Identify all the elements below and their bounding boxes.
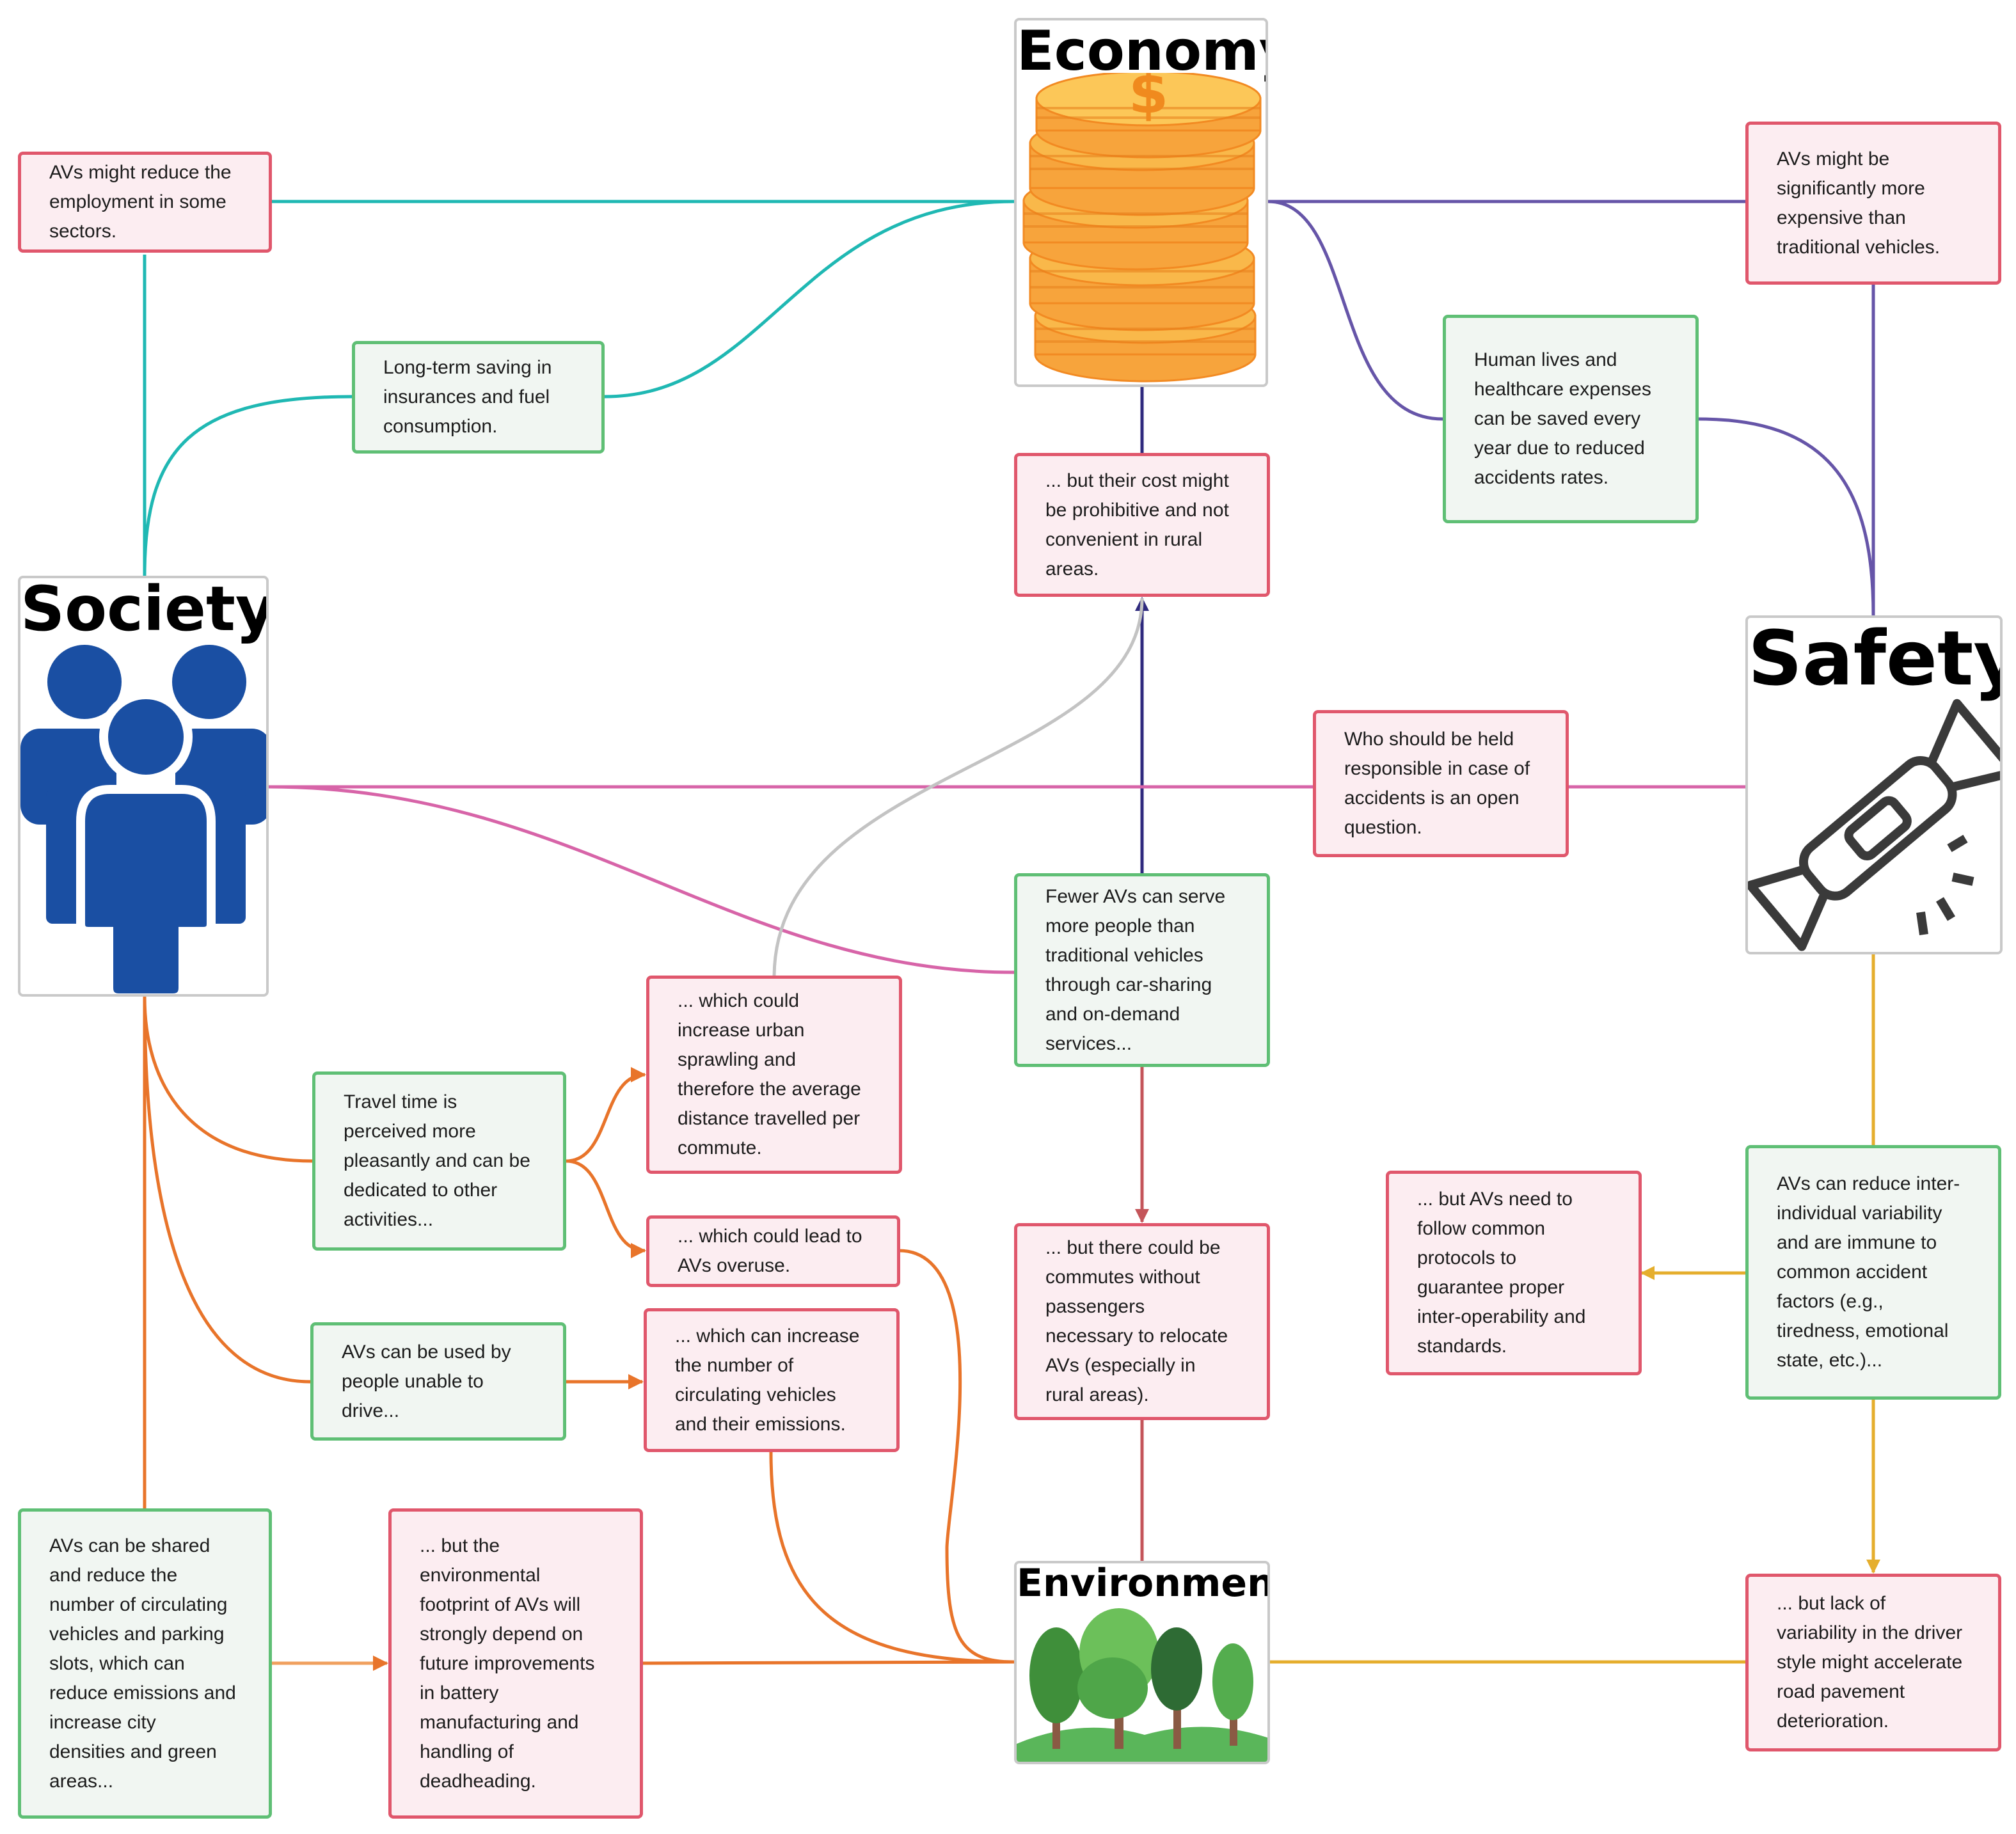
lives-text: Human lives and healthcare expenses can …	[1474, 349, 1651, 488]
unable-box: AVs can be used by people unable to driv…	[310, 1322, 566, 1441]
overuse-box: ... which could lead to AVs overuse.	[646, 1215, 900, 1287]
people-group-icon	[20, 645, 266, 994]
travel-time-box: Travel time is perceived more pleasantly…	[312, 1071, 566, 1251]
society-hub: Society	[18, 576, 269, 997]
shared-box: AVs can be shared and reduce the number …	[18, 1508, 272, 1819]
footprint-text: ... but the environmental footprint of A…	[420, 1535, 595, 1792]
edge-society-unable	[143, 996, 311, 1384]
saving-box: Long-term saving in insurances and fuel …	[352, 341, 605, 454]
edge-sprawling-cost	[772, 597, 1144, 978]
edge-society-travel	[143, 996, 313, 1163]
protocols-box: ... but AVs need to follow common protoc…	[1386, 1171, 1642, 1375]
variability-box: AVs can reduce inter- individual variabi…	[1745, 1145, 2001, 1400]
employment-box: AVs might reduce the employment in some …	[18, 152, 272, 253]
environment-title: Environment	[1017, 1561, 1270, 1606]
pavement-text: ... but lack of variability in the drive…	[1777, 1593, 1963, 1732]
protocols-text: ... but AVs need to follow common protoc…	[1417, 1189, 1586, 1357]
saving-text: Long-term saving in insurances and fuel …	[383, 357, 552, 437]
fewer-avs-box: Fewer AVs can serve more people than tra…	[1014, 873, 1270, 1067]
fewer-avs-text: Fewer AVs can serve more people than tra…	[1045, 885, 1226, 1054]
cost-rural-text: ... but their cost might be prohibitive …	[1045, 470, 1229, 580]
edge-travel-overuse	[566, 1159, 646, 1258]
environment-hub: Environment	[1014, 1561, 1270, 1764]
edge-overuse-environment	[898, 1249, 1015, 1664]
no-passengers-text: ... but there could be commutes without …	[1045, 1237, 1228, 1405]
lives-box: Human lives and healthcare expenses can …	[1443, 315, 1699, 523]
seatbelt-buckle-icon	[1748, 699, 2000, 951]
responsible-box: Who should be held responsible in case o…	[1313, 710, 1569, 857]
edge-society-saving	[143, 395, 353, 576]
emissions-text: ... which can increase the number of cir…	[675, 1325, 860, 1435]
expensive-text: AVs might be significantly more expensiv…	[1777, 148, 1941, 258]
employment-text: AVs might reduce the employment in some …	[49, 162, 232, 242]
edge-footprint-environment	[642, 1660, 1015, 1665]
edge-lives-safety	[1698, 417, 1875, 616]
society-title: Society	[20, 576, 269, 645]
overuse-text: ... which could lead to AVs overuse.	[678, 1226, 862, 1276]
responsible-text: Who should be held responsible in case o…	[1344, 729, 1530, 838]
expensive-box: AVs might be significantly more expensiv…	[1745, 122, 2001, 285]
pavement-box: ... but lack of variability in the drive…	[1745, 1574, 2001, 1751]
travel-time-text: Travel time is perceived more pleasantly…	[344, 1091, 530, 1230]
edge-travel-sprawling	[566, 1067, 646, 1163]
variability-text: AVs can reduce inter- individual variabi…	[1777, 1173, 1960, 1371]
safety-hub: Safety	[1745, 615, 2003, 954]
svg-text:$: $	[1129, 73, 1169, 127]
emissions-box: ... which can increase the number of cir…	[644, 1308, 900, 1452]
footprint-box: ... but the environmental footprint of A…	[388, 1508, 643, 1819]
safety-title: Safety	[1748, 615, 2003, 702]
cost-rural-box: ... but their cost might be prohibitive …	[1014, 453, 1270, 597]
stacked-coins-icon: $	[1022, 73, 1262, 383]
sprawling-box: ... which could increase urban sprawling…	[646, 976, 902, 1174]
edge-economy-lives	[1267, 200, 1443, 421]
economy-hub: Economy $	[1014, 18, 1268, 387]
edge-emissions-environment	[769, 1451, 1015, 1664]
shared-text: AVs can be shared and reduce the number …	[49, 1535, 236, 1792]
no-passengers-box: ... but there could be commutes without …	[1014, 1223, 1270, 1420]
sprawling-text: ... which could increase urban sprawling…	[678, 990, 861, 1158]
unable-text: AVs can be used by people unable to driv…	[342, 1341, 511, 1421]
edge-saving-economy	[604, 200, 1015, 399]
trees-icon	[1017, 1608, 1267, 1762]
edge-society-fewer	[268, 785, 1015, 974]
